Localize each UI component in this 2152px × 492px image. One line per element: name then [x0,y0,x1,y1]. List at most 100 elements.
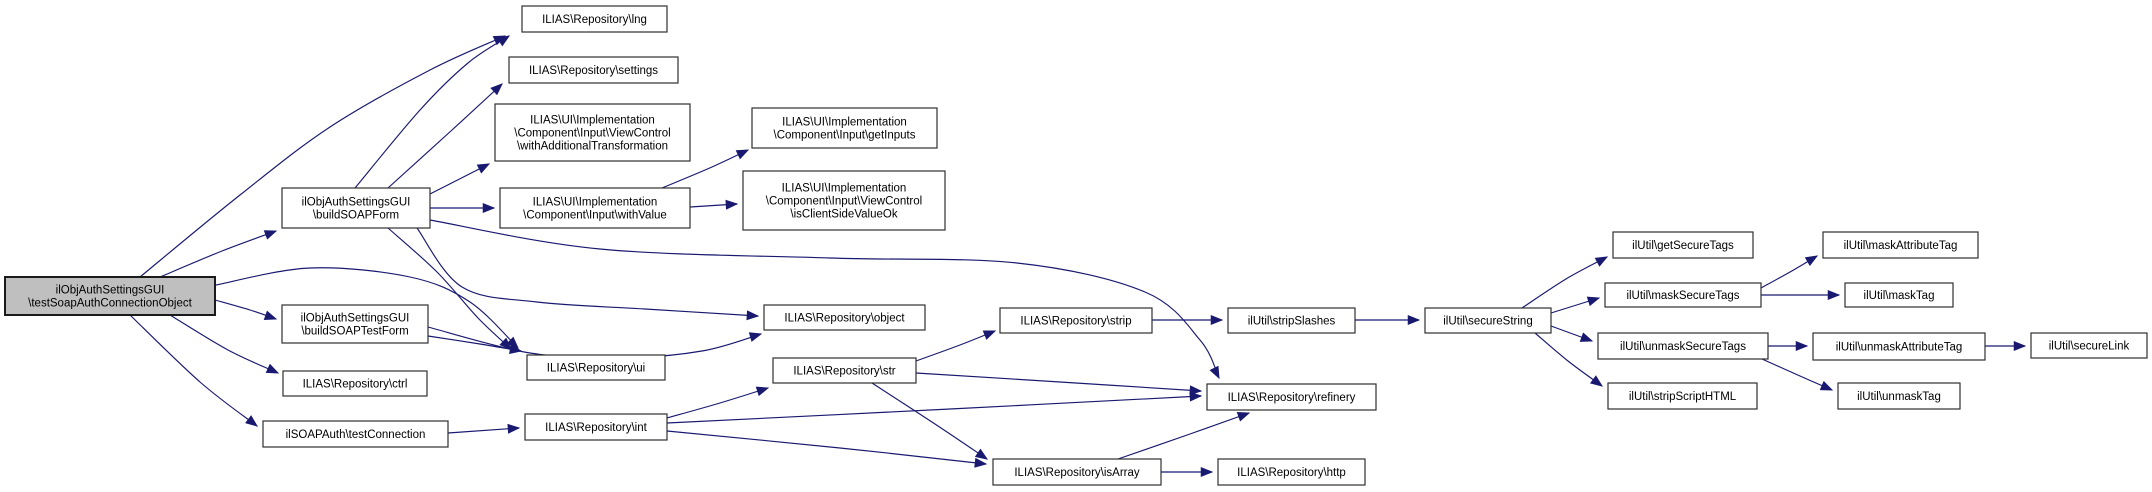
node-ui[interactable]: ILIAS\Repository\ui [526,354,666,381]
edge-buildSOAPTestForm-object [427,326,763,359]
node-label-isArray: ILIAS\Repository\isArray [1014,467,1140,479]
edge-buildSOAPForm-object [416,227,760,321]
node-box-maskTag[interactable] [1844,282,1954,308]
node-box-maskAttributeTag[interactable] [1822,231,1979,259]
edge-str-strip [915,330,997,362]
node-getSecureTags[interactable]: ilUtil\getSecureTags [1612,231,1754,259]
node-box-getInputs[interactable] [751,107,938,149]
node-label-maskSecureTags: ilUtil\maskSecureTags [1626,290,1739,302]
node-box-unmaskTag[interactable] [1837,382,1961,410]
node-box-stripScriptHTML[interactable] [1607,382,1758,410]
node-label-int: ILIAS\Repository\int [545,422,647,434]
node-label-ui: ILIAS\Repository\ui [547,363,645,375]
node-label-object: ILIAS\Repository\object [784,313,905,325]
node-unmaskAttributeTag[interactable]: ilUtil\unmaskAttributeTag [1812,332,1986,361]
node-stripScriptHTML[interactable]: ilUtil\stripScriptHTML [1607,382,1758,410]
edge-str-isArray [871,382,989,460]
node-box-isArray[interactable] [992,458,1162,486]
node-label-buildSOAPTestForm: ilObjAuthSettingsGUI\buildSOAPTestForm [301,313,410,338]
node-lng[interactable]: ILIAS\Repository\lng [521,5,668,33]
node-int[interactable]: ILIAS\Repository\int [524,413,668,441]
edge-testSoapAuthConnectionObject-lng [139,35,507,278]
node-label-getSecureTags: ilUtil\getSecureTags [1632,240,1734,252]
node-label-unmaskTag: ilUtil\unmaskTag [1857,391,1941,403]
node-unmaskTag[interactable]: ilUtil\unmaskTag [1837,382,1961,410]
node-box-buildSOAPForm[interactable] [281,187,431,229]
node-box-settings[interactable] [508,56,679,84]
node-label-lng: ILIAS\Repository\lng [542,14,647,26]
node-box-str[interactable] [772,357,917,384]
node-box-maskSecureTags[interactable] [1604,282,1762,308]
node-box-http[interactable] [1217,458,1366,486]
edge-int-isArray [666,430,988,468]
node-secureLink[interactable]: ilUtil\secureLink [2030,332,2148,359]
node-maskAttributeTag[interactable]: ilUtil\maskAttributeTag [1822,231,1979,259]
edge-int-str [666,386,770,419]
node-buildSOAPForm[interactable]: ilObjAuthSettingsGUI\buildSOAPForm [281,187,431,229]
node-box-ctrl[interactable] [282,370,428,397]
node-box-isClientSideValueOk[interactable] [742,170,946,231]
node-box-buildSOAPTestForm[interactable] [281,304,429,344]
node-label-secureLink: ilUtil\secureLink [2049,341,2130,353]
node-secureString[interactable]: ilUtil\secureString [1424,307,1552,334]
edge-testSoapAuthConnectionObject-buildSOAPForm [159,230,278,278]
node-isArray[interactable]: ILIAS\Repository\isArray [992,458,1162,486]
node-box-strip[interactable] [999,307,1153,334]
node-box-int[interactable] [524,413,668,441]
node-settings[interactable]: ILIAS\Repository\settings [508,56,679,84]
edge-int-refinery [666,391,1203,424]
node-unmaskSecureTags[interactable]: ilUtil\unmaskSecureTags [1597,332,1769,360]
node-box-lng[interactable] [521,5,668,33]
node-strip[interactable]: ILIAS\Repository\strip [999,307,1153,334]
node-box-ui[interactable] [526,354,666,381]
node-isClientSideValueOk[interactable]: ILIAS\UI\Implementation\Component\Input\… [742,170,946,231]
node-str[interactable]: ILIAS\Repository\str [772,357,917,384]
node-label-unmaskAttributeTag: ilUtil\unmaskAttributeTag [1836,342,1963,354]
node-box-object[interactable] [763,304,926,331]
node-buildSOAPTestForm[interactable]: ilObjAuthSettingsGUI\buildSOAPTestForm [281,304,429,344]
node-box-unmaskAttributeTag[interactable] [1812,332,1986,361]
node-label-str: ILIAS\Repository\str [793,366,895,378]
node-box-refinery[interactable] [1206,383,1377,411]
edge-testConnection-int [447,423,521,434]
node-label-buildSOAPForm: ilObjAuthSettingsGUI\buildSOAPForm [302,197,411,222]
node-label-stripScriptHTML: ilUtil\stripScriptHTML [1629,391,1737,403]
edge-withValue-isClientSideValueOk [689,199,739,210]
edge-testSoapAuthConnectionObject-ui [215,267,519,349]
node-box-secureString[interactable] [1424,307,1552,334]
node-label-maskTag: ilUtil\maskTag [1864,290,1935,302]
node-testConnection[interactable]: ilSOAPAuth\testConnection [262,420,449,448]
node-box-testConnection[interactable] [262,420,449,448]
node-http[interactable]: ILIAS\Repository\http [1217,458,1366,486]
node-getInputs[interactable]: ILIAS\UI\Implementation\Component\Input\… [751,107,938,149]
node-box-withValue[interactable] [499,187,691,229]
node-box-unmaskSecureTags[interactable] [1597,332,1769,360]
node-maskSecureTags[interactable]: ilUtil\maskSecureTags [1604,282,1762,308]
edge-buildSOAPForm-refinery [429,219,1220,380]
node-testSoapAuthConnectionObject[interactable]: ilObjAuthSettingsGUI\testSoapAuthConnect… [4,276,216,316]
node-label-strip: ILIAS\Repository\strip [1020,316,1131,328]
node-object[interactable]: ILIAS\Repository\object [763,304,926,331]
edge-unmaskSecureTags-unmaskTag [1761,358,1834,391]
node-label-maskAttributeTag: ilUtil\maskAttributeTag [1844,240,1958,252]
edge-maskSecureTags-maskAttributeTag [1760,255,1819,289]
node-box-secureLink[interactable] [2030,332,2148,359]
node-box-withAdditionalTransformation[interactable] [494,103,691,162]
node-withValue[interactable]: ILIAS\UI\Implementation\Component\Input\… [499,187,691,229]
node-refinery[interactable]: ILIAS\Repository\refinery [1206,383,1377,411]
node-box-testSoapAuthConnectionObject[interactable] [4,276,216,316]
node-maskTag[interactable]: ilUtil\maskTag [1844,282,1954,308]
edge-isArray-refinery [1117,412,1251,460]
node-label-testConnection: ilSOAPAuth\testConnection [286,429,426,441]
node-stripSlashes[interactable]: ilUtil\stripSlashes [1227,307,1356,334]
node-box-stripSlashes[interactable] [1227,307,1356,334]
edge-str-refinery [915,372,1203,396]
node-label-refinery: ILIAS\Repository\refinery [1228,392,1356,404]
node-box-getSecureTags[interactable] [1612,231,1754,259]
node-label-withAdditionalTransformation: ILIAS\UI\Implementation\Component\Input\… [514,115,670,153]
node-withAdditionalTransformation[interactable]: ILIAS\UI\Implementation\Component\Input\… [494,103,691,162]
node-label-secureString: ilUtil\secureString [1443,316,1532,328]
node-ctrl[interactable]: ILIAS\Repository\ctrl [282,370,428,397]
